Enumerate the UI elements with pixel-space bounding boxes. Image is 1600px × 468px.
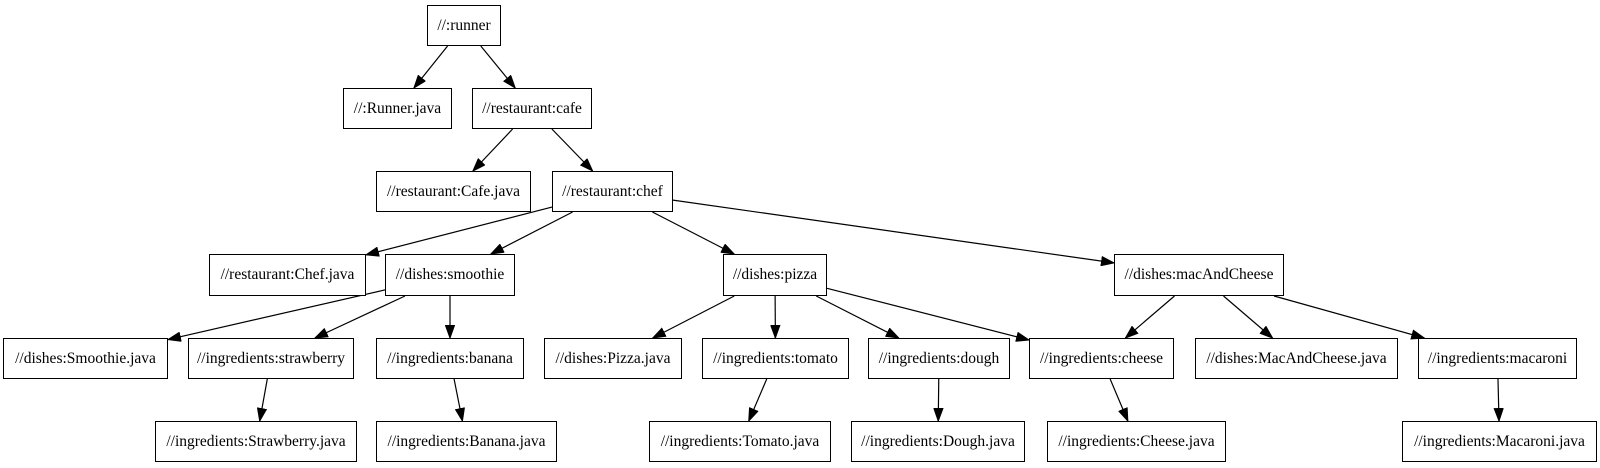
graph-node-macaroni: //ingredients:macaroni — [1418, 338, 1577, 379]
edge-mac-and-cheese-to-mac-and-cheese-java — [1223, 295, 1273, 338]
edge-cafe-to-chef — [551, 128, 593, 171]
graph-node-banana: //ingredients:banana — [376, 338, 524, 379]
graph-node-strawberry: //ingredients:strawberry — [188, 338, 354, 379]
graph-node-runner-java: //:Runner.java — [343, 88, 452, 129]
edge-macaroni-to-macaroni-java — [1498, 378, 1499, 421]
edge-pizza-to-dough — [815, 295, 898, 338]
graph-node-mac-and-cheese-java: //dishes:MacAndCheese.java — [1195, 338, 1398, 379]
edge-chef-to-smoothie — [491, 211, 573, 254]
graph-node-chef: //restaurant:chef — [552, 171, 673, 212]
graph-node-pizza: //dishes:pizza — [723, 254, 827, 296]
graph-node-cheese-java: //ingredients:Cheese.java — [1047, 421, 1226, 462]
edge-chef-to-mac-and-cheese — [672, 199, 1114, 263]
graph-node-pizza-java: //dishes:Pizza.java — [544, 338, 682, 379]
graph-node-smoothie-java: //dishes:Smoothie.java — [3, 338, 168, 379]
edge-smoothie-to-strawberry — [315, 295, 406, 338]
graph-node-dough-java: //ingredients:Dough.java — [851, 421, 1025, 462]
edge-banana-to-banana-java — [453, 378, 462, 421]
edge-cheese-to-cheese-java — [1109, 378, 1128, 421]
graph-node-banana-java: //ingredients:Banana.java — [376, 421, 557, 462]
graph-node-strawberry-java: //ingredients:Strawberry.java — [155, 421, 357, 462]
graph-node-smoothie: //dishes:smoothie — [385, 254, 515, 296]
graph-node-macaroni-java: //ingredients:Macaroni.java — [1402, 421, 1597, 462]
edge-runner-to-runner-java — [414, 45, 449, 88]
edge-cafe-to-cafe-java — [473, 128, 514, 171]
edge-dough-to-dough-java — [938, 378, 939, 421]
edge-smoothie-to-smoothie-java — [168, 289, 386, 340]
edge-pizza-to-pizza-java — [653, 295, 735, 338]
graph-node-tomato: //ingredients:tomato — [702, 338, 849, 379]
edge-chef-to-pizza — [652, 211, 734, 254]
edge-pizza-to-cheese — [826, 287, 1029, 340]
graph-node-cafe: //restaurant:cafe — [472, 88, 592, 129]
graph-node-runner: //:runner — [427, 5, 501, 46]
edge-runner-to-cafe — [480, 45, 515, 88]
graph-node-mac-and-cheese: //dishes:macAndCheese — [1114, 254, 1284, 296]
edge-mac-and-cheese-to-macaroni — [1273, 295, 1424, 338]
graph-node-tomato-java: //ingredients:Tomato.java — [649, 421, 831, 462]
edge-tomato-to-tomato-java — [749, 378, 768, 421]
graph-node-dough: //ingredients:dough — [868, 338, 1010, 379]
graph-node-chef-java: //restaurant:Chef.java — [209, 254, 366, 296]
graph-node-cheese: //ingredients:cheese — [1029, 338, 1174, 379]
edge-strawberry-to-strawberry-java — [260, 378, 268, 421]
edge-chef-to-chef-java — [366, 206, 553, 255]
graph-node-cafe-java: //restaurant:Cafe.java — [376, 171, 531, 212]
edge-mac-and-cheese-to-cheese — [1125, 295, 1175, 338]
